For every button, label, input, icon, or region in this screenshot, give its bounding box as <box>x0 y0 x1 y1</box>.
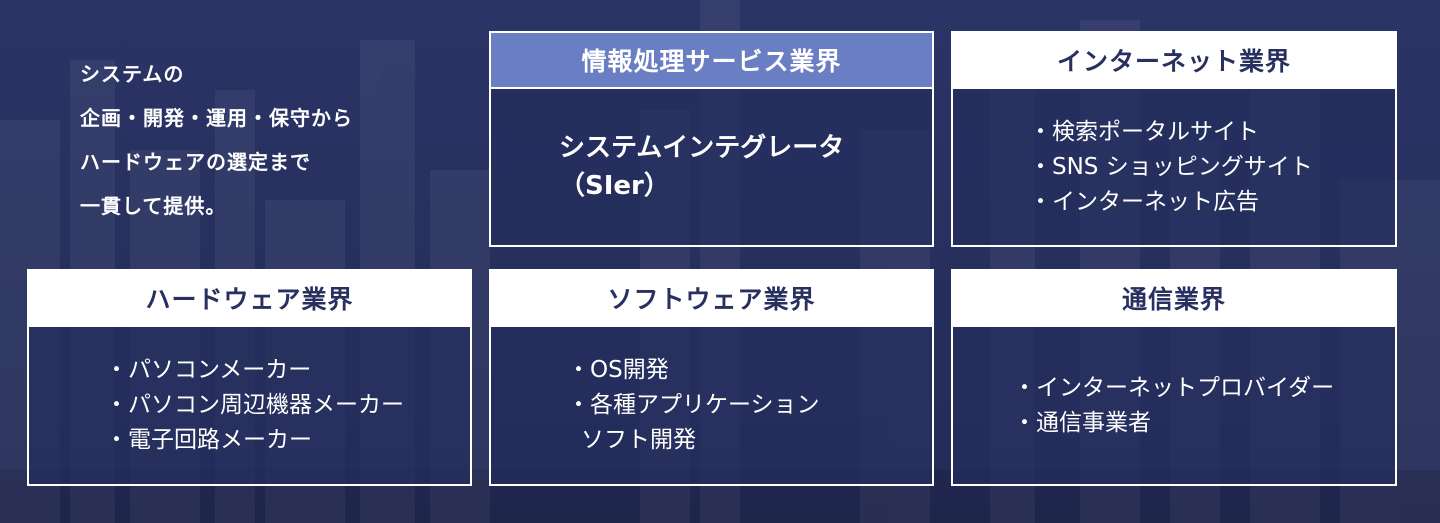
card-item: ・インターネット広告 <box>1029 188 1259 215</box>
card-title: ハードウェア業界 <box>29 271 470 325</box>
card-title: 情報処理サービス業界 <box>491 33 932 87</box>
card-title: ソフトウェア業界 <box>491 271 932 325</box>
card-item: ・電子回路メーカー <box>105 427 312 453</box>
intro-line: 一貫して提供。 <box>80 194 227 218</box>
card-body: ・パソコンメーカー ・パソコン周辺機器メーカー ・電子回路メーカー <box>29 325 470 484</box>
intro-text: システムの 企画・開発・運用・保守から ハードウェアの選定まで 一貫して提供。 <box>80 52 460 228</box>
card-body: ・OS開発 ・各種アプリケーション ソフト開発 <box>491 325 932 484</box>
card-software: ソフトウェア業界 ・OS開発 ・各種アプリケーション ソフト開発 <box>489 269 934 486</box>
card-item: （SIer） <box>559 171 670 201</box>
intro-line: システムの <box>80 62 185 86</box>
card-item: ・通信事業者 <box>1013 409 1151 436</box>
card-body: システムインテグレータ （SIer） <box>491 87 932 245</box>
card-item: ・検索ポータルサイト <box>1029 118 1259 145</box>
card-hardware: ハードウェア業界 ・パソコンメーカー ・パソコン周辺機器メーカー ・電子回路メー… <box>27 269 472 486</box>
card-info-processing: 情報処理サービス業界 システムインテグレータ （SIer） <box>489 31 934 247</box>
card-title: インターネット業界 <box>953 33 1395 87</box>
card-item: ・インターネットプロバイダー <box>1013 374 1335 401</box>
card-telecom: 通信業界 ・インターネットプロバイダー ・通信事業者 <box>951 269 1397 486</box>
card-item: ・各種アプリケーション <box>567 392 820 418</box>
intro-line: 企画・開発・運用・保守から <box>80 106 353 130</box>
card-body: ・インターネットプロバイダー ・通信事業者 <box>953 325 1395 484</box>
intro-line: ハードウェアの選定まで <box>80 150 311 174</box>
card-item: ・パソコン周辺機器メーカー <box>105 392 404 418</box>
card-body: ・検索ポータルサイト ・SNS ショッピングサイト ・インターネット広告 <box>953 87 1395 245</box>
card-item: ・SNS ショッピングサイト <box>1029 153 1313 180</box>
card-title: 通信業界 <box>953 271 1395 325</box>
card-item: システムインテグレータ <box>559 133 845 163</box>
card-item: ・パソコンメーカー <box>105 357 312 383</box>
card-item: ソフト開発 <box>581 427 696 453</box>
card-internet: インターネット業界 ・検索ポータルサイト ・SNS ショッピングサイト ・インタ… <box>951 31 1397 247</box>
card-item: ・OS開発 <box>567 357 669 383</box>
